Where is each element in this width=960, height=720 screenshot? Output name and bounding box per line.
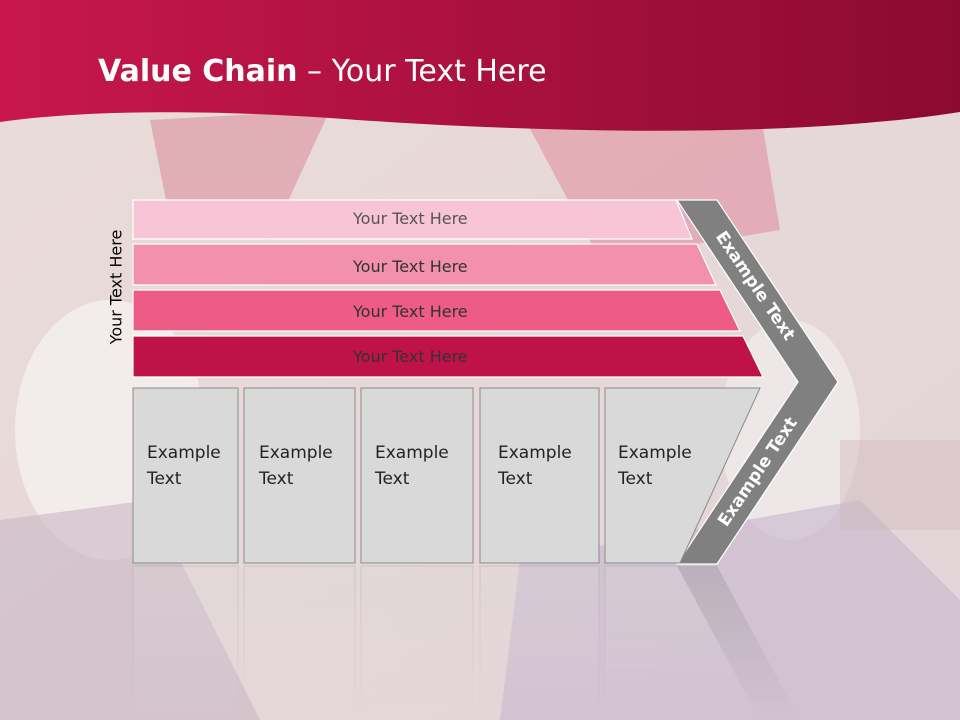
box-2: [243, 387, 356, 564]
bar-2: [132, 243, 717, 286]
bar-1-label: Your Text Here: [353, 209, 468, 228]
bar-1: [132, 199, 693, 240]
slide-title: Value Chain – Your Text Here: [98, 54, 547, 89]
box-5: [604, 387, 761, 564]
bar-3-label: Your Text Here: [353, 302, 468, 321]
chevron-arrow: [675, 199, 839, 565]
bar-2-label: Your Text Here: [353, 257, 468, 276]
bar-4: [132, 335, 764, 378]
bar-3: [132, 289, 741, 332]
header-band: [0, 0, 960, 131]
box-3: [360, 387, 474, 564]
box-1: [132, 387, 239, 564]
box-4: [479, 387, 600, 564]
bar-4-label: Your Text Here: [353, 347, 468, 366]
